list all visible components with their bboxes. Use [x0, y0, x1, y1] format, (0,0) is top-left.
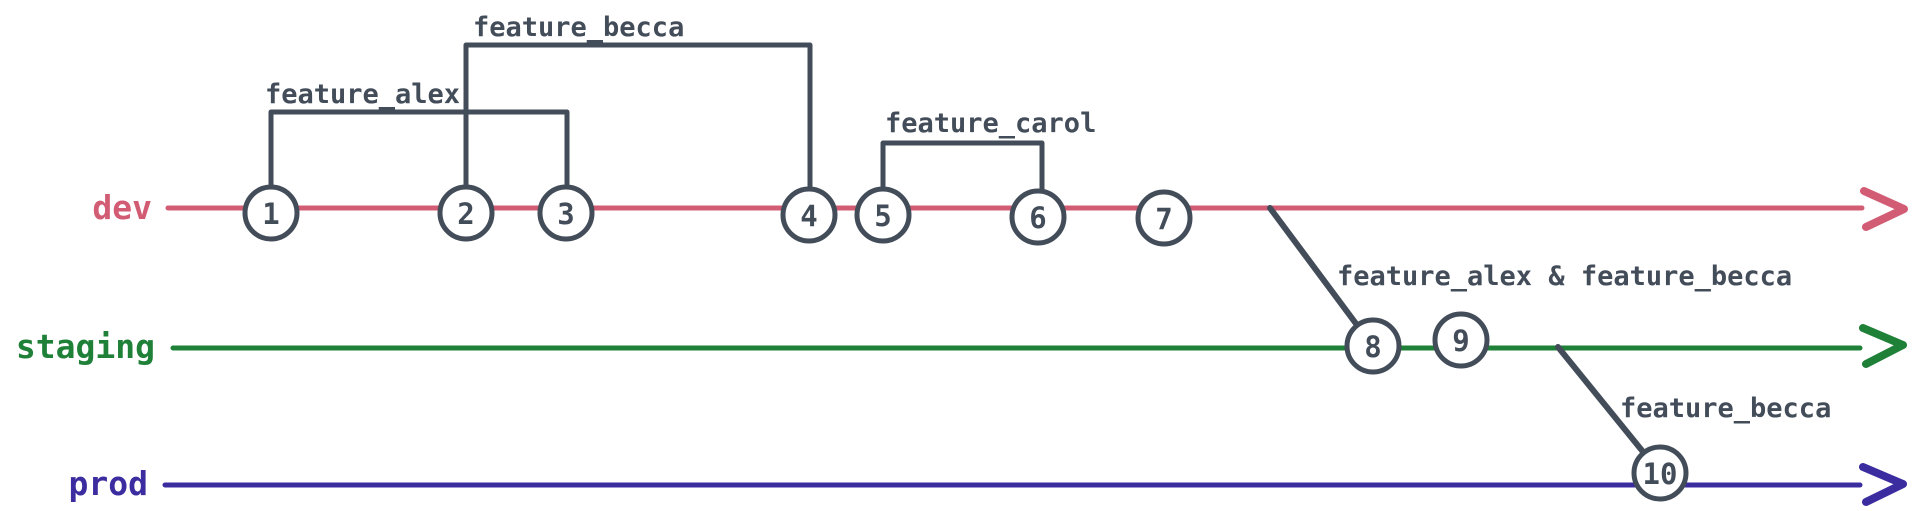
staging-arrowhead-icon [1859, 324, 1907, 368]
feature-carol-bracket [880, 140, 1045, 195]
feature-becca-label: feature_becca [473, 12, 684, 43]
staging-to-prod-merge-edge [1555, 344, 1647, 456]
dev-arrowhead-icon [1860, 187, 1908, 231]
commit-number: 10 [1643, 457, 1678, 491]
commit-circle [437, 184, 495, 242]
staging-merge-label: feature_alex & feature_becca [1337, 261, 1792, 292]
commit-number: 2 [457, 197, 474, 231]
commit-circle [1344, 317, 1402, 375]
staging-branch-label: staging [16, 327, 155, 366]
commit-number: 9 [1452, 324, 1469, 358]
branch-staging: staging [16, 324, 1907, 368]
commit-number: 5 [874, 199, 891, 233]
feature-alex-label: feature_alex [265, 79, 460, 110]
prod-merge-label: feature_becca [1620, 393, 1831, 424]
feature-alex-bracket [268, 109, 570, 191]
commit-circle [854, 186, 912, 244]
feature-carol-label: feature_carol [885, 108, 1096, 139]
commit-node-3: 3 [537, 184, 595, 242]
commit-circle [1009, 188, 1067, 246]
commit-number: 8 [1364, 330, 1381, 364]
commit-node-5: 5 [854, 186, 912, 244]
commit-node-9: 9 [1432, 311, 1490, 369]
commit-node-10: 10 [1631, 444, 1689, 502]
commit-node-6: 6 [1009, 188, 1067, 246]
commit-circle [1631, 444, 1689, 502]
commit-node-2: 2 [437, 184, 495, 242]
commit-circle [242, 184, 300, 242]
prod-arrowhead-icon [1859, 463, 1907, 506]
commit-node-8: 8 [1344, 317, 1402, 375]
commit-node-1: 1 [242, 184, 300, 242]
feature-becca-bracket [463, 42, 813, 193]
commit-node-7: 7 [1135, 189, 1193, 247]
commit-circle [1135, 189, 1193, 247]
commit-circle [1432, 311, 1490, 369]
branch-prod: prod [69, 463, 1907, 506]
prod-branch-label: prod [69, 464, 148, 503]
commit-circle [537, 184, 595, 242]
commit-number: 4 [800, 199, 817, 233]
branch-dev: dev [92, 187, 1908, 231]
commit-node-4: 4 [780, 186, 838, 244]
commit-circle [780, 186, 838, 244]
dev-to-staging-merge-edge [1267, 205, 1360, 328]
commit-number: 7 [1155, 202, 1172, 236]
commit-number: 1 [262, 197, 279, 231]
dev-branch-label: dev [92, 188, 152, 227]
commit-number: 3 [557, 197, 574, 231]
commit-number: 6 [1029, 201, 1046, 235]
